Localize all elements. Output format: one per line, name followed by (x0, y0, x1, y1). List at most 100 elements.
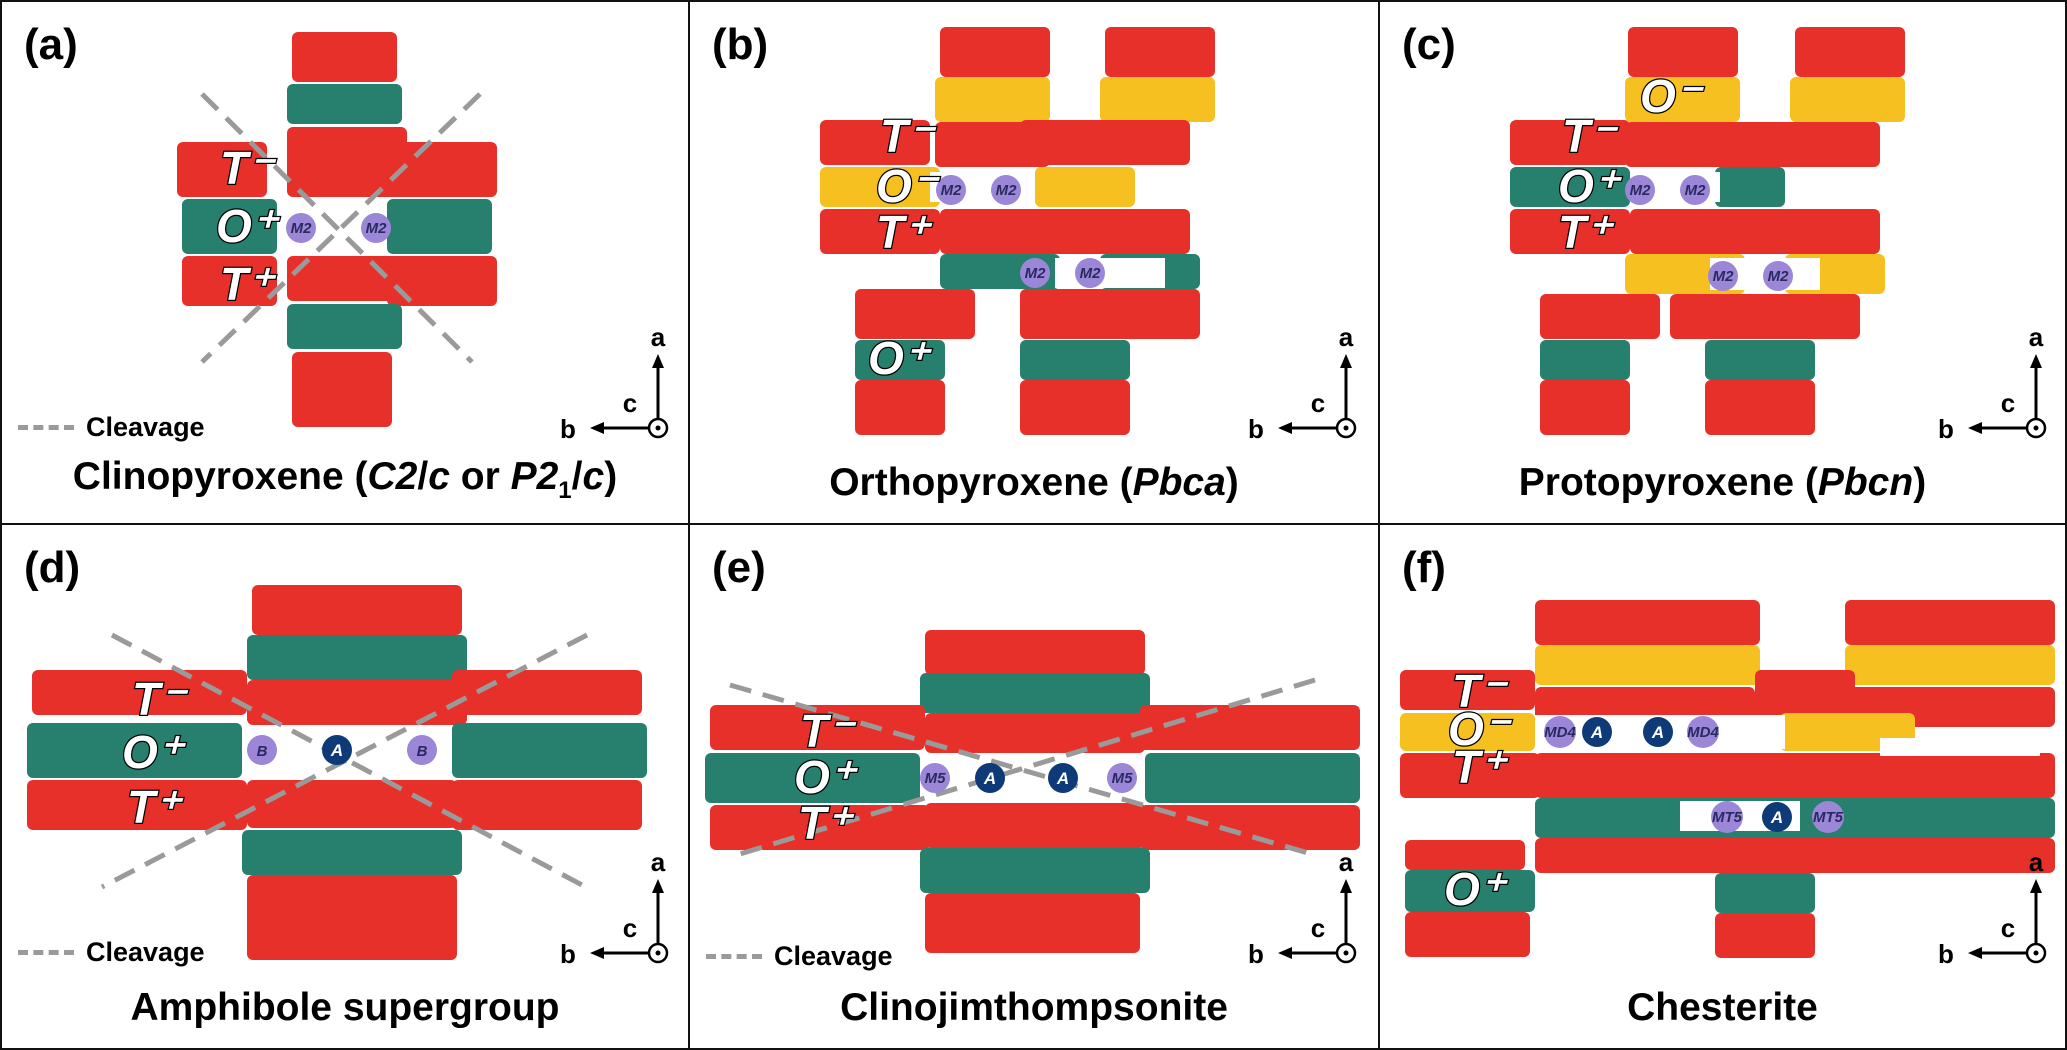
axis-indicator: a b c (560, 847, 669, 969)
panel-label: (a) (24, 20, 78, 69)
cleavage-line (200, 92, 474, 364)
axis-indicator: a b c (1938, 322, 2047, 444)
site-label: M2 (996, 182, 1017, 199)
site-label: A (1590, 723, 1603, 742)
panel-title: Clinopyroxene (C2/c or P21/c) (72, 455, 618, 504)
site-label: B (257, 743, 268, 760)
svg-text:c: c (2001, 388, 2015, 418)
svg-text:b: b (560, 939, 576, 969)
panel-label: (b) (712, 20, 769, 69)
svg-text:c: c (623, 913, 637, 943)
axis-indicator: a b c (1248, 847, 1357, 969)
panel-label: (c) (1402, 20, 1456, 69)
layer-label-t-plus: T⁺ (798, 797, 855, 849)
svg-text:c: c (2001, 913, 2015, 943)
svg-text:a: a (1339, 847, 1354, 877)
panel-title: Orthopyroxene (Pbca) (829, 461, 1239, 504)
panel-a: M2 M2 T⁻ O⁺ T⁺ a b c (a) Cleavage Clinop… (0, 0, 690, 525)
svg-text:c: c (1311, 913, 1325, 943)
site-m2 (361, 213, 391, 243)
site-label: M2 (366, 220, 387, 237)
panel-label: (e) (712, 543, 766, 592)
svg-text:a: a (2029, 322, 2044, 352)
site-label: M5 (925, 770, 946, 787)
axis-indicator: a b c (1938, 847, 2047, 969)
panel-label: (f) (1402, 543, 1446, 592)
legend-label: Cleavage (86, 412, 205, 442)
site-label: MD4 (1687, 724, 1719, 741)
dashed-line-icon (706, 954, 762, 959)
panel-title: Amphibole supergroup (130, 986, 560, 1029)
svg-text:a: a (2029, 847, 2044, 877)
site-label: A (1056, 769, 1069, 788)
clinopyroxene-model: M2 M2 T⁻ O⁺ T⁺ a b c (177, 32, 669, 444)
site-label: M2 (1630, 182, 1651, 199)
amphibole-model: B A B T⁻ O⁺ T⁺ a b c (27, 585, 669, 969)
panel-f: MD4 A A MD4 MT5 A MT5 T⁻ O⁻ T⁺ O⁺ (1378, 523, 2067, 1050)
svg-text:c: c (1311, 388, 1325, 418)
svg-text:a: a (651, 322, 666, 352)
layer-label-o-plus: O⁺ (1558, 160, 1623, 212)
layer-label-t-minus: T⁻ (1562, 110, 1619, 162)
site-label: A (330, 741, 343, 760)
site-label: MD4 (1544, 724, 1576, 741)
panel-title: Clinojimthompsonite (840, 986, 1228, 1029)
layer-label-t-minus: T⁻ (132, 673, 189, 725)
svg-text:b: b (1938, 939, 1954, 969)
svg-text:a: a (651, 847, 666, 877)
cleavage-line (200, 92, 482, 364)
layer-label-o-minus: O⁻ (1448, 703, 1513, 755)
site-label: M2 (1768, 268, 1789, 285)
panel-d: B A B T⁻ O⁺ T⁺ a b c (d) Cleavage Amphib… (0, 523, 690, 1050)
site-label: B (417, 743, 428, 760)
axis-indicator: a b c (560, 322, 669, 444)
chesterite-model: MD4 A A MD4 MT5 A MT5 T⁻ O⁻ T⁺ O⁺ (1400, 600, 2055, 969)
site-label: M2 (291, 220, 312, 237)
panel-b: M2 M2 M2 M2 T⁻ O⁻ T⁺ O⁺ a b c (b) (688, 0, 1380, 525)
cleavage-legend: Cleavage (18, 412, 205, 443)
layer-label-t-plus: T⁺ (876, 206, 933, 258)
panel-e: M5 A A M5 T⁻ O⁺ T⁺ a b c (e) Cleavage (688, 523, 1380, 1050)
site-label: A (1651, 723, 1664, 742)
svg-text:b: b (1248, 939, 1264, 969)
svg-text:b: b (1938, 414, 1954, 444)
site-m2 (286, 213, 316, 243)
site-label: M2 (1713, 268, 1734, 285)
svg-text:b: b (560, 414, 576, 444)
site-label: MT5 (1813, 809, 1844, 826)
layer-label-o-plus: O⁺ (216, 200, 281, 252)
clinojimthompsonite-model: M5 A A M5 T⁻ O⁺ T⁺ a b c (705, 630, 1360, 969)
site-label: M2 (1080, 265, 1101, 282)
site-label: M2 (1685, 182, 1706, 199)
layer-label-t-plus: T⁺ (1558, 206, 1615, 258)
layer-label-t-minus: T⁻ (220, 142, 277, 194)
layer-label-t-plus: T⁺ (127, 781, 184, 833)
layer-label-o-plus: O⁺ (1444, 863, 1509, 915)
panel-c: M2 M2 M2 M2 O⁻ T⁻ O⁺ T⁺ a b c (c) (1378, 0, 2067, 525)
orthopyroxene-model: M2 M2 M2 M2 T⁻ O⁻ T⁺ O⁺ a b c (820, 27, 1357, 444)
layer-label-o-minus: O⁻ (876, 160, 941, 212)
layer-label-t-minus: T⁻ (800, 705, 857, 757)
svg-text:c: c (623, 388, 637, 418)
protopyroxene-model: M2 M2 M2 M2 O⁻ T⁻ O⁺ T⁺ a b c (1510, 27, 2047, 444)
svg-text:b: b (1248, 414, 1264, 444)
cleavage-legend: Cleavage (18, 937, 205, 968)
site-label: M2 (1025, 265, 1046, 282)
site-label: M5 (1112, 770, 1133, 787)
layer-label-t-minus: T⁻ (880, 110, 937, 162)
legend-label: Cleavage (774, 941, 893, 971)
axis-indicator: a b c (1248, 322, 1357, 444)
layer-label-t-plus: T⁺ (220, 258, 277, 310)
site-label: M2 (941, 182, 962, 199)
site-label: A (983, 769, 996, 788)
cleavage-legend: Cleavage (706, 941, 893, 972)
panel-label: (d) (24, 543, 81, 592)
panel-title: Chesterite (1627, 986, 1818, 1029)
layer-label-o-plus: O⁺ (794, 751, 859, 803)
layer-label-t-minus: T⁻ (1452, 665, 1509, 717)
svg-text:a: a (1339, 322, 1354, 352)
layer-label-o-plus: O⁺ (122, 726, 187, 778)
panel-title: Protopyroxene (Pbcn) (1518, 461, 1927, 504)
legend-label: Cleavage (86, 937, 205, 967)
